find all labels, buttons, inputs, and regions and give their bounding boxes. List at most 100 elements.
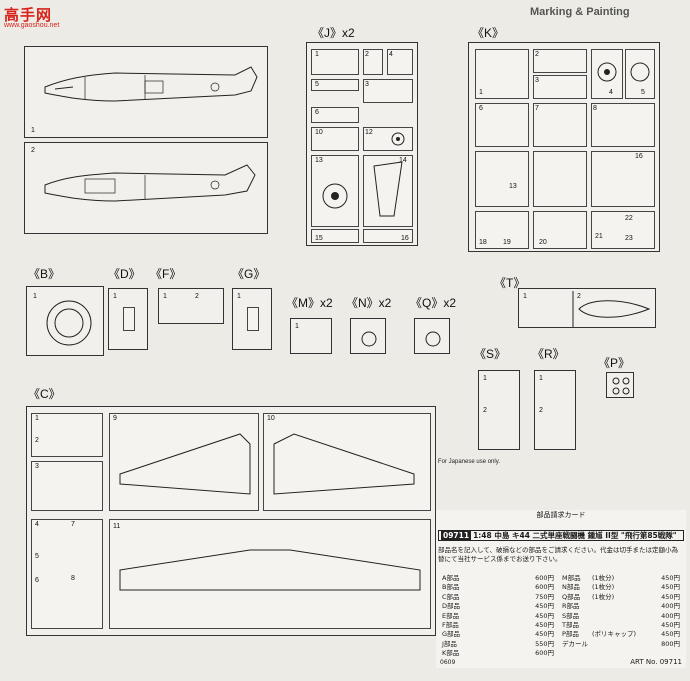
k-num-5: 5 (641, 89, 645, 96)
part-number-a2: 2 (31, 147, 35, 154)
t-num-2: 2 (577, 293, 581, 300)
lower-wing-drawing (119, 549, 421, 591)
sprue-q-frame (414, 318, 450, 354)
k-cell-20 (533, 211, 587, 249)
f-num-1: 1 (163, 293, 167, 300)
k-num-21: 21 (595, 233, 603, 240)
j-cell-5 (363, 79, 413, 103)
j-num-10: 10 (315, 129, 323, 136)
sprue-label-r: 《R》 (532, 347, 565, 361)
c-num-10: 10 (267, 415, 275, 422)
watermark-brand: 高手网 (4, 7, 53, 24)
price-part: G部品 (442, 630, 461, 639)
s-num-1: 1 (483, 375, 487, 382)
sprue-label-p: 《P》 (598, 356, 631, 370)
sprue-label-g: 《G》 (232, 267, 266, 281)
j-cell-16 (363, 229, 413, 243)
wing-right-drawing (273, 433, 415, 495)
j-num-6: 6 (315, 109, 319, 116)
watermark-site: www.gaoshou.net (4, 22, 60, 29)
price-value: 600円 (535, 583, 554, 592)
price-value: 600円 (535, 574, 554, 582)
sprue-label-s: 《S》 (474, 347, 507, 361)
j-num-13: 13 (315, 157, 323, 164)
k-num-19: 19 (503, 239, 511, 246)
g-num-1: 1 (237, 293, 241, 300)
m-num-1: 1 (295, 323, 299, 330)
sprue-k-frame: 1 2 3 4 5 6 7 8 13 16 18 19 20 21 22 23 (468, 42, 660, 252)
sprue-s-frame: 1 2 (478, 370, 520, 450)
sprue-t-frame: 1 2 (518, 288, 656, 328)
j-cell-8 (363, 127, 413, 151)
price-value2: 450円 (661, 574, 680, 582)
j-num-1: 1 (315, 51, 319, 58)
c-num-1: 1 (35, 415, 39, 422)
price-note2: (1枚分) (592, 583, 615, 592)
j-cell-cowl (363, 155, 413, 227)
c-cell-10 (263, 413, 431, 511)
k-num-23: 23 (625, 235, 633, 242)
j-num-15: 15 (315, 235, 323, 242)
sprue-m-frame: 1 (290, 318, 332, 354)
j-num-14: 14 (399, 157, 407, 164)
part-number-a1: 1 (31, 127, 35, 134)
watermark-logo: 高手网 www.gaoshou.net (4, 4, 59, 29)
print-code: 0609 (440, 659, 456, 666)
k-num-22: 22 (625, 215, 633, 222)
sprue-label-c: 《C》 (28, 387, 61, 401)
c-num-7: 7 (71, 521, 75, 528)
c-cell-9 (109, 413, 259, 511)
k-cell-5 (625, 49, 655, 99)
k-num-13: 13 (509, 183, 517, 190)
price-value2: 400円 (661, 602, 680, 611)
k-cell-panel (533, 151, 587, 207)
sprue-a-frame-top: 1 (24, 46, 268, 138)
c-cell-1-2 (31, 413, 103, 457)
price-part: B部品 (442, 583, 460, 592)
price-part2: M部品 (562, 574, 581, 582)
price-part2: デカール (562, 639, 588, 648)
price-value2: 400円 (661, 611, 680, 620)
price-part: A部品 (442, 574, 460, 582)
b-num-1: 1 (33, 293, 37, 300)
c-num-8: 8 (71, 575, 75, 582)
price-part2: R部品 (562, 602, 580, 611)
t-num-1: 1 (523, 293, 527, 300)
price-value2: 450円 (661, 592, 680, 601)
c-num-2: 2 (35, 437, 39, 444)
sprue-label-d: 《D》 (108, 267, 141, 281)
k-cell-4 (591, 49, 623, 99)
j-num-16: 16 (401, 235, 409, 242)
price-value2: 450円 (661, 621, 680, 629)
price-part: K部品 (442, 649, 460, 658)
k-num-6: 6 (479, 105, 483, 112)
price-part2: P部品 (562, 630, 579, 639)
fuselage-right-drawing (44, 164, 256, 202)
k-cell-2 (533, 49, 587, 73)
order-card-instructions: 部品名を記入して、破損などの部品をご請求ください。代金は切手または定額小為替にて… (438, 546, 678, 563)
j-num-5: 5 (315, 81, 319, 88)
price-part: F部品 (442, 621, 459, 629)
k-num-18: 18 (479, 239, 487, 246)
j-num-3: 3 (365, 81, 369, 88)
order-card-title: 部品請求カード (536, 511, 586, 519)
sprue-label-n: 《N》x2 (346, 296, 392, 310)
j-cell-engine (311, 155, 359, 227)
j-cell-7 (311, 127, 359, 151)
sprue-d-frame: 1 (108, 288, 148, 350)
price-note2: (ポリキャップ) (592, 630, 637, 639)
sprue-label-m: 《M》x2 (286, 296, 333, 310)
k-cell-21-23 (591, 211, 655, 249)
order-card-code: 09711 (441, 531, 472, 540)
sprue-label-b: 《B》 (28, 267, 61, 281)
sprue-label-k: 《K》 (472, 26, 505, 40)
price-value: 450円 (535, 602, 554, 611)
sprue-f-frame: 1 2 (158, 288, 224, 324)
c-num-4: 4 (35, 521, 39, 528)
c-num-11: 11 (113, 523, 121, 530)
price-part2: T部品 (562, 621, 579, 629)
wing-left-drawing (119, 433, 251, 495)
k-num-1: 1 (479, 89, 483, 96)
